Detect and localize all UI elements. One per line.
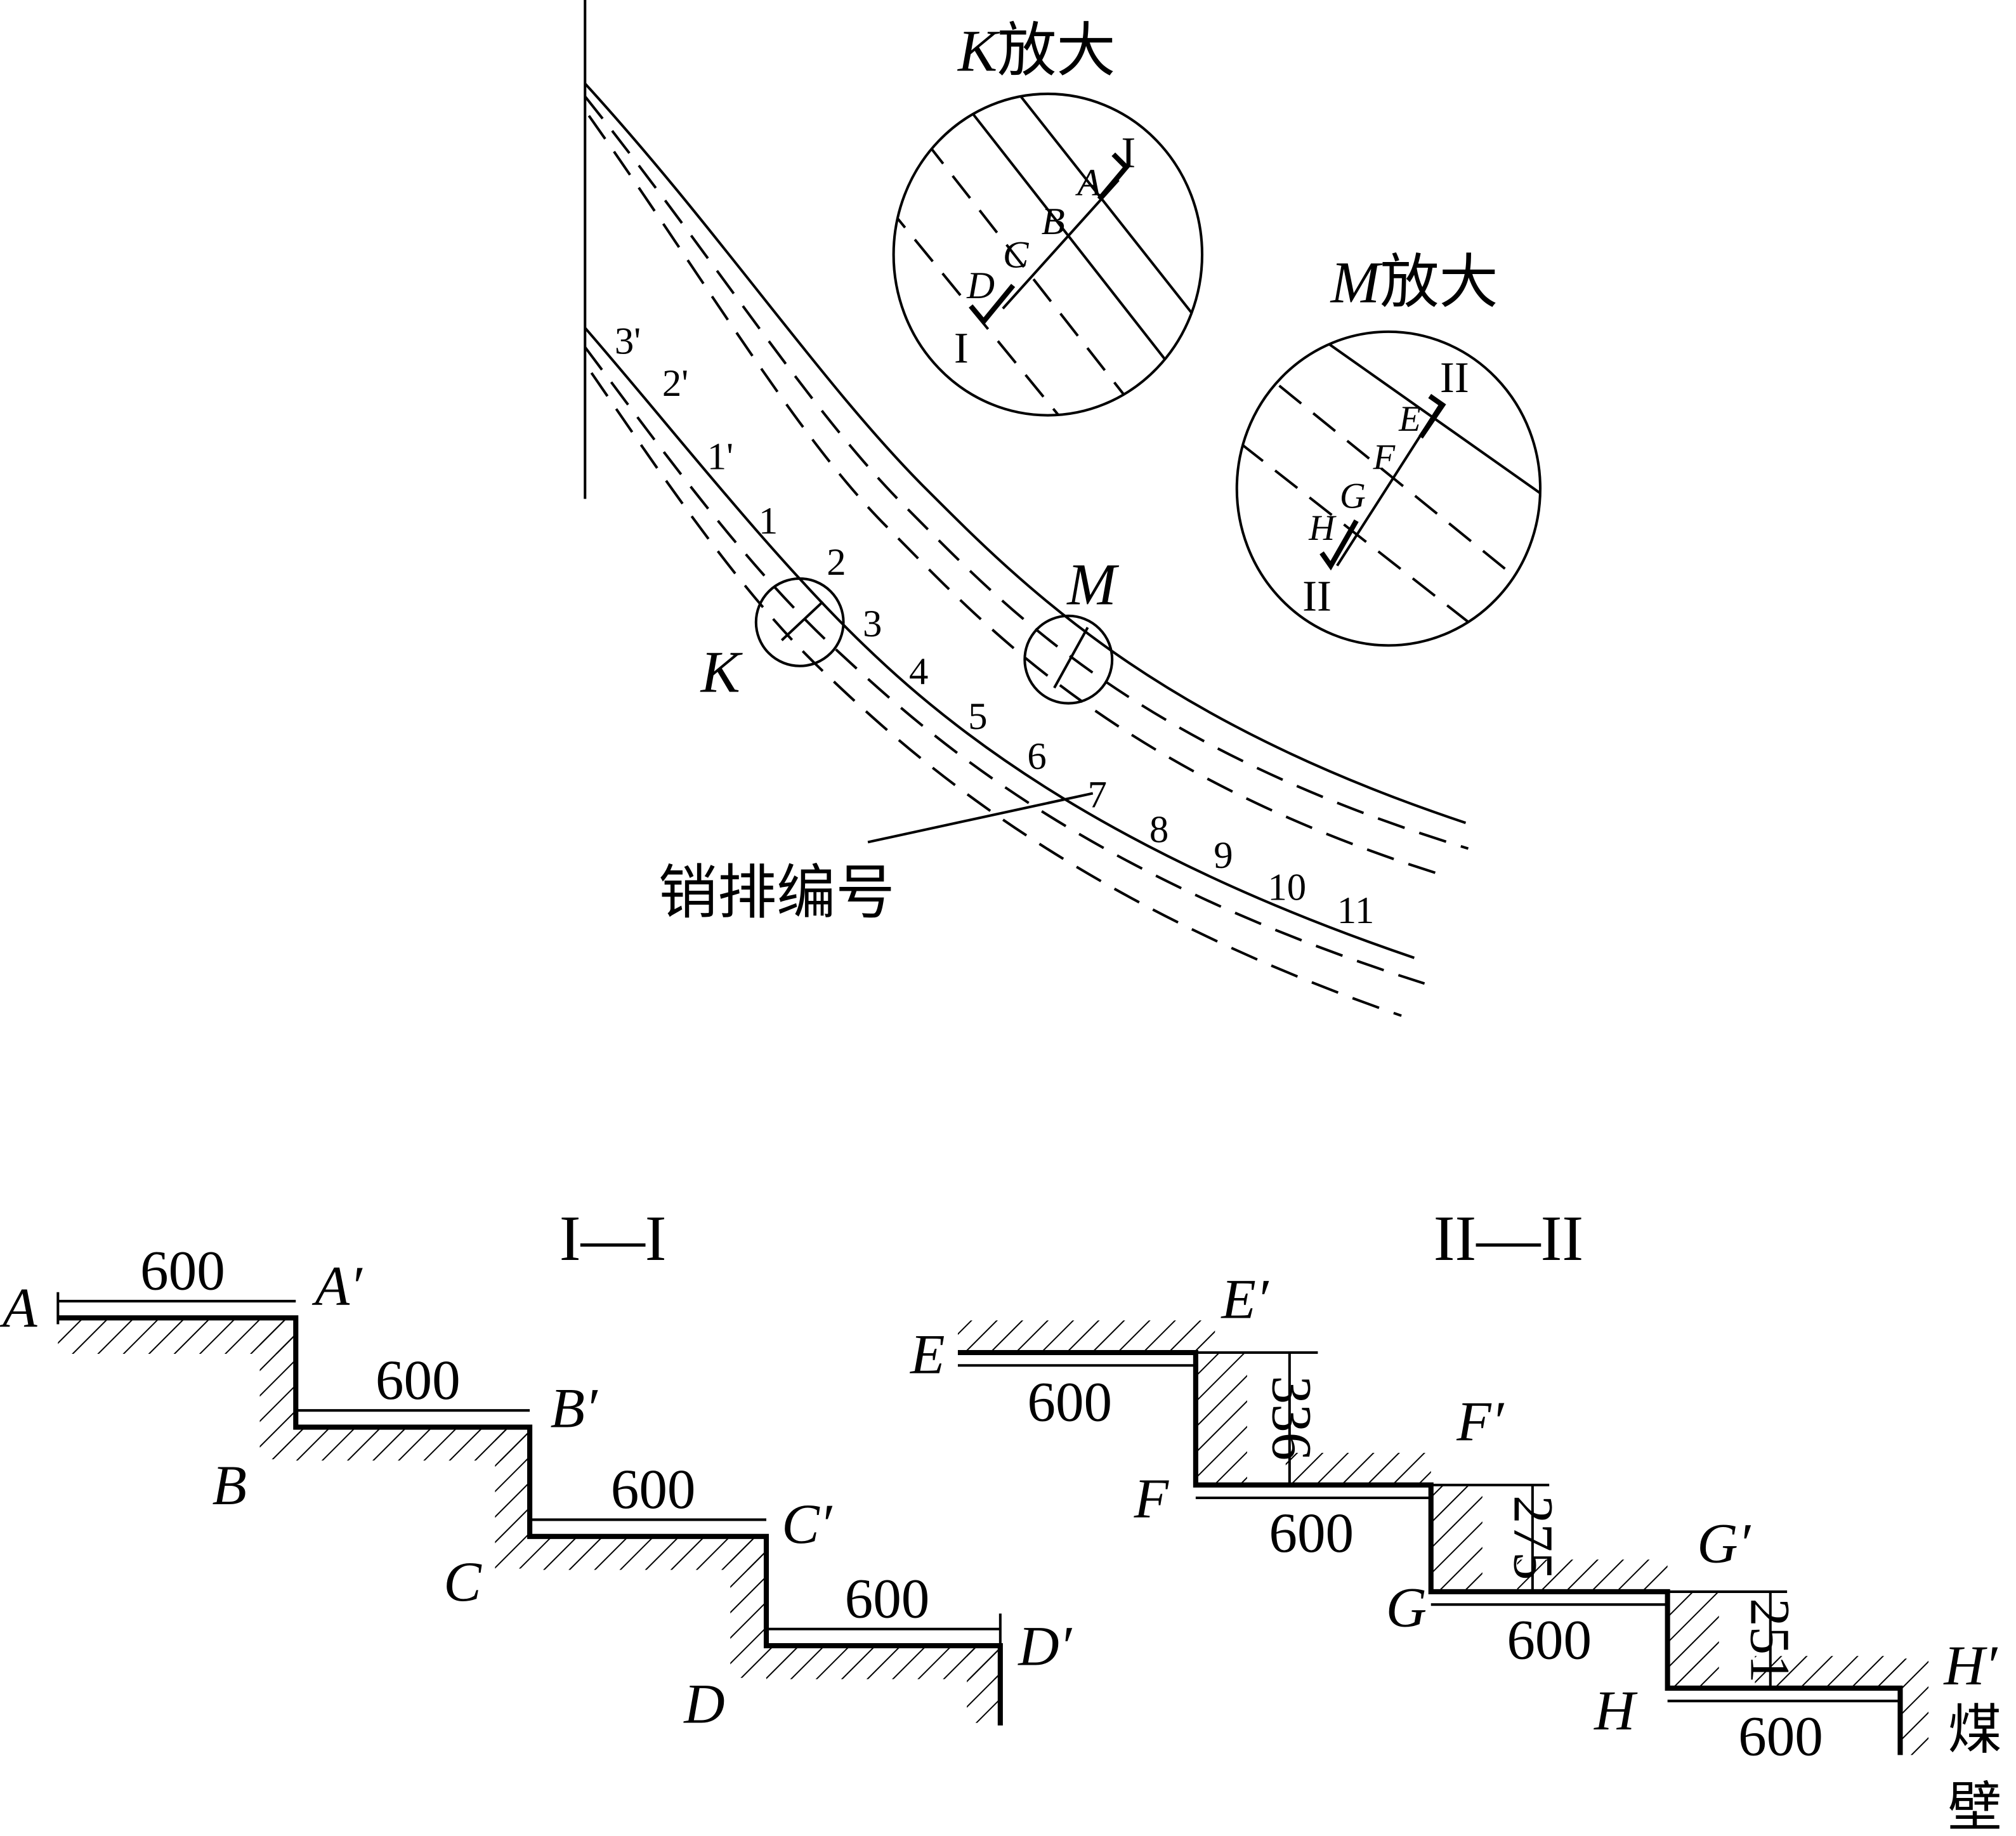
point-f: F bbox=[1373, 438, 1396, 478]
width-label: 600 bbox=[845, 1568, 930, 1630]
width-label: 600 bbox=[611, 1459, 696, 1521]
point-e: E bbox=[1398, 399, 1421, 439]
lower-seam-solid bbox=[584, 327, 1415, 959]
point-g: G bbox=[1340, 476, 1366, 516]
row-number: 11 bbox=[1337, 889, 1375, 932]
row-number: 2' bbox=[662, 362, 688, 405]
k-section-mark bbox=[780, 600, 824, 641]
row-number: 10 bbox=[1267, 867, 1306, 909]
row-number: 1' bbox=[707, 436, 733, 478]
circle-k-label: K bbox=[700, 639, 743, 705]
m-section-mark bbox=[1053, 627, 1089, 689]
dimension-lines-2 bbox=[957, 1351, 1901, 1703]
lower-seam-dashed-1 bbox=[584, 346, 1425, 985]
point-e-prime: E′ bbox=[1220, 1268, 1269, 1330]
point-h: H bbox=[1594, 1680, 1638, 1742]
m-detail: M放大 E F G H II II bbox=[1235, 250, 1542, 647]
point-g: G bbox=[1386, 1577, 1427, 1639]
section-mark-i: I bbox=[1121, 128, 1136, 176]
width-label: 600 bbox=[376, 1349, 461, 1412]
row-number: 3' bbox=[615, 320, 641, 362]
k-detail-title: K放大 bbox=[957, 18, 1116, 84]
step-profile-1 bbox=[58, 1315, 1003, 1726]
circle-m-label: M bbox=[1066, 553, 1119, 618]
coal-wall-label: 煤 bbox=[1947, 1701, 2001, 1761]
section-1: I—I 600 600 600 600 A A′ B B′ C C′ D D′ bbox=[0, 1203, 1073, 1736]
point-b: B bbox=[213, 1455, 247, 1517]
circle-k bbox=[754, 577, 845, 667]
row-number: 8 bbox=[1149, 808, 1168, 851]
height-label: 336 bbox=[1260, 1375, 1322, 1460]
point-g-prime: G′ bbox=[1697, 1512, 1751, 1575]
point-a: A bbox=[0, 1277, 37, 1339]
m-detail-title: M放大 bbox=[1330, 250, 1498, 315]
row-number: 6 bbox=[1027, 735, 1046, 778]
lower-seam-dashed-2 bbox=[590, 372, 1402, 1017]
point-f-prime: F′ bbox=[1456, 1391, 1504, 1453]
upper-seam-solid bbox=[584, 82, 1467, 824]
point-d: D bbox=[966, 265, 995, 307]
point-h-prime: H′ bbox=[1943, 1635, 1998, 1697]
width-label: 600 bbox=[1507, 1609, 1592, 1671]
section-2-title: II—II bbox=[1434, 1203, 1583, 1274]
section-mark-i: I bbox=[954, 324, 969, 372]
k-detail: K放大 A B C D I I bbox=[892, 18, 1204, 417]
point-c: C bbox=[443, 1551, 482, 1613]
row-number: 4 bbox=[909, 650, 928, 693]
row-number: 1 bbox=[759, 500, 778, 542]
point-d-prime: D′ bbox=[1018, 1615, 1072, 1677]
point-b-prime: B′ bbox=[551, 1378, 598, 1440]
width-label: 600 bbox=[1269, 1502, 1354, 1564]
height-label: 275 bbox=[1502, 1495, 1564, 1580]
width-label: 600 bbox=[140, 1240, 225, 1302]
coal-wall-label: 壁 bbox=[1947, 1778, 2001, 1836]
leader-label: 销排编号 bbox=[658, 861, 895, 926]
point-e: E bbox=[909, 1323, 945, 1386]
upper-seam-dashed-2 bbox=[587, 115, 1441, 876]
row-number: 3 bbox=[863, 603, 882, 645]
point-h: H bbox=[1308, 508, 1337, 548]
point-b: B bbox=[1042, 200, 1065, 243]
section-1-title: I—I bbox=[560, 1203, 667, 1274]
row-number: 9 bbox=[1214, 834, 1233, 877]
upper-seam-dashed-1 bbox=[584, 95, 1469, 850]
point-f: F bbox=[1134, 1467, 1170, 1530]
row-number: 5 bbox=[968, 695, 987, 738]
width-label: 600 bbox=[1027, 1371, 1112, 1433]
leader-line bbox=[867, 792, 1094, 844]
circle-m bbox=[1023, 614, 1114, 705]
row-number: 7 bbox=[1088, 774, 1107, 816]
point-a: A bbox=[1075, 162, 1101, 204]
width-label: 600 bbox=[1738, 1705, 1823, 1767]
height-label: 251 bbox=[1738, 1598, 1800, 1683]
point-a-prime: A′ bbox=[312, 1256, 363, 1318]
dimension-lines-1 bbox=[56, 1292, 1002, 1646]
point-c-prime: C′ bbox=[782, 1493, 832, 1556]
section-mark-ii: II bbox=[1440, 353, 1469, 402]
row-number: 2 bbox=[827, 541, 846, 584]
section-2: II—II 600 600 600 600 336 275 251 E E′ F… bbox=[909, 1203, 2002, 1836]
step-profile-2 bbox=[957, 1349, 1903, 1755]
point-c: C bbox=[1003, 234, 1030, 277]
section-mark-ii: II bbox=[1302, 572, 1332, 620]
plan-view: 3' 2' 1' 1 2 3 4 5 6 7 8 9 10 11 销排编号 K … bbox=[584, 0, 1469, 1017]
point-d: D bbox=[683, 1674, 724, 1736]
